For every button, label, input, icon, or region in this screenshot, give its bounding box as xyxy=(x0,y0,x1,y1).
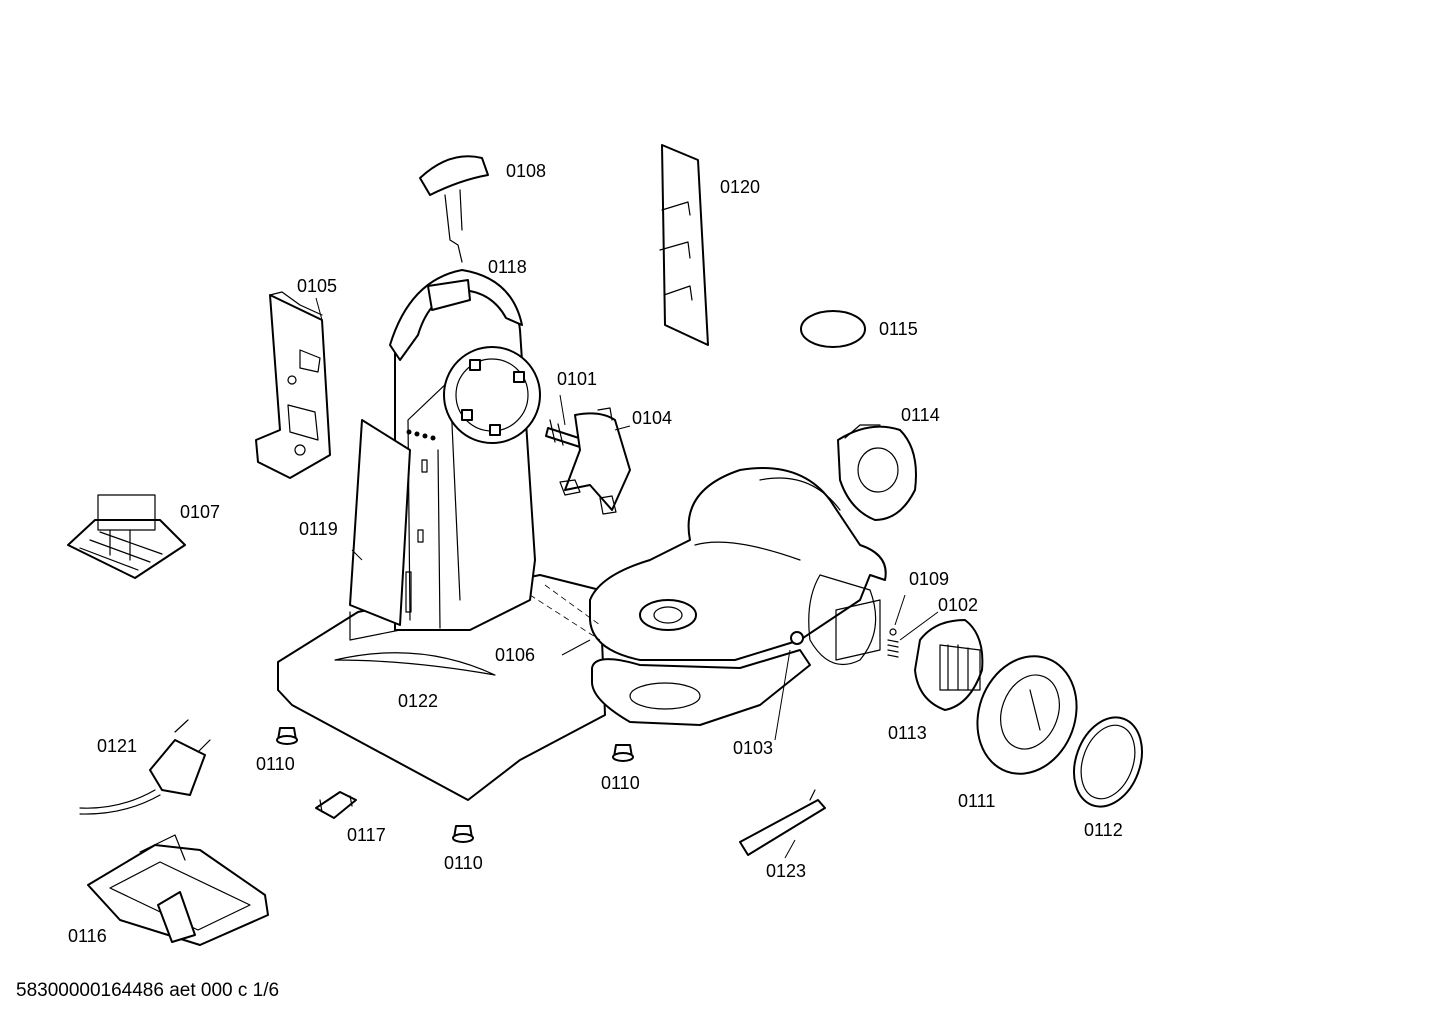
leader-lines xyxy=(315,297,939,859)
label-0108: 0108 xyxy=(506,161,546,181)
label-0110-a: 0110 xyxy=(256,754,295,774)
label-0111: 0111 xyxy=(958,791,995,811)
label-0106: 0106 xyxy=(495,645,535,665)
label-0119: 0119 xyxy=(299,519,338,539)
label-0110-b: 0110 xyxy=(601,773,640,793)
label-0102: 0102 xyxy=(938,595,978,615)
label-0101: 0101 xyxy=(557,369,597,389)
part-0111-knob xyxy=(976,655,1078,775)
part-0110-foot-b xyxy=(612,744,634,762)
label-0115: 0115 xyxy=(879,319,918,339)
part-0104-holder xyxy=(559,407,631,515)
part-labels: 0108 0120 0118 0105 0115 0101 0114 0104 … xyxy=(68,161,1123,946)
part-0115-disc xyxy=(800,310,866,348)
part-0109-spring xyxy=(887,628,899,658)
label-0113: 0113 xyxy=(888,723,927,743)
part-0118-column xyxy=(389,269,541,631)
part-0114-ring xyxy=(837,424,917,521)
label-0120: 0120 xyxy=(720,177,760,197)
label-0103: 0103 xyxy=(733,738,773,758)
part-0119-front-panel xyxy=(349,419,411,626)
part-0107-module xyxy=(67,494,186,579)
label-0116: 0116 xyxy=(68,926,107,946)
label-0105: 0105 xyxy=(297,276,337,296)
label-0107: 0107 xyxy=(180,502,220,522)
part-0120-strip xyxy=(659,144,709,346)
part-0108-cap xyxy=(419,155,489,263)
part-0110-foot-a xyxy=(276,727,298,745)
label-0117: 0117 xyxy=(347,825,386,845)
part-0113-gear xyxy=(914,619,984,711)
label-0109: 0109 xyxy=(909,569,949,589)
part-0106-lower-shell xyxy=(529,584,811,726)
label-0110-c: 0110 xyxy=(444,853,483,873)
label-0123: 0123 xyxy=(766,861,806,881)
part-0106-motor-head xyxy=(589,467,887,666)
label-0121: 0121 xyxy=(97,736,137,756)
part-0123-tool xyxy=(739,789,826,856)
part-0116-bottom-cover xyxy=(87,834,269,946)
document-id: 58300000164486 aet 000 c 1/6 xyxy=(16,980,280,1001)
label-0114: 0114 xyxy=(901,405,940,425)
part-0122-base-plate xyxy=(277,574,606,801)
part-0105-bracket xyxy=(255,291,331,479)
label-0104: 0104 xyxy=(632,408,672,428)
part-0110-foot-c xyxy=(452,825,474,843)
label-0112: 0112 xyxy=(1084,820,1123,840)
label-0118: 0118 xyxy=(488,257,527,277)
part-0117-clip xyxy=(315,791,357,819)
part-0112-ring xyxy=(1073,716,1143,808)
part-0121-plug xyxy=(79,719,211,815)
label-0122: 0122 xyxy=(398,691,438,711)
